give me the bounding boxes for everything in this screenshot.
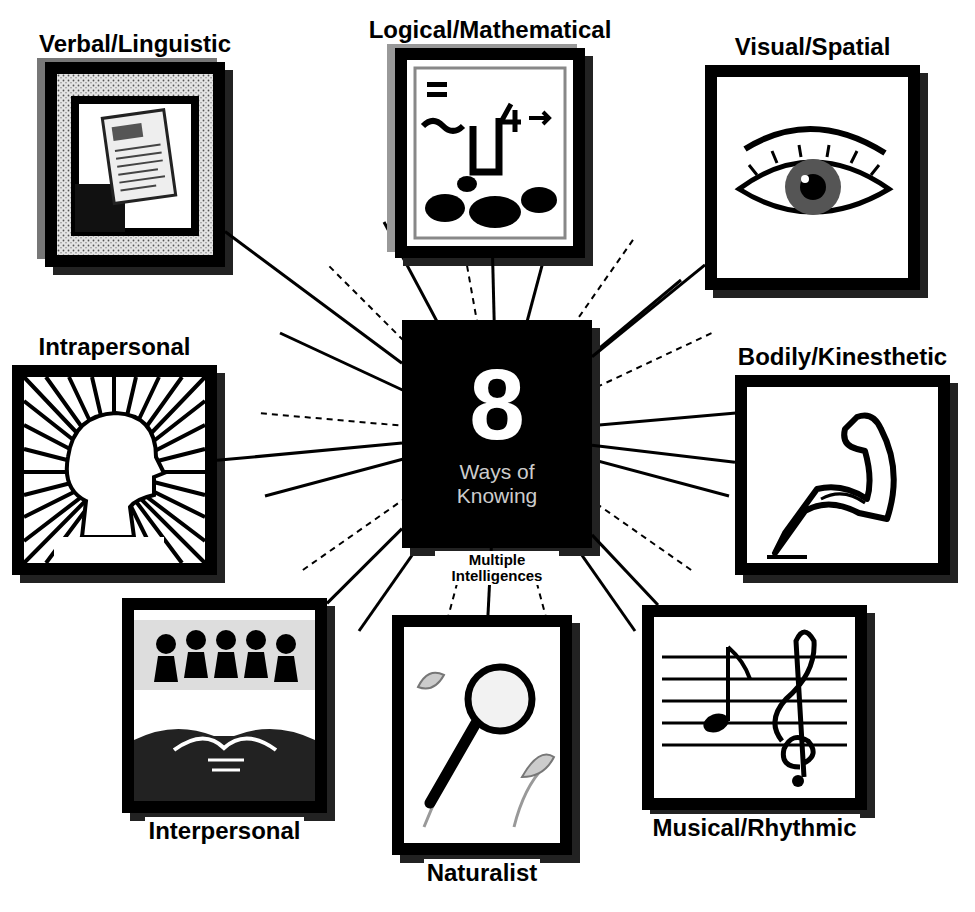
flexed-arm-picture — [747, 387, 938, 563]
intelligence-box: Musical/Rhythmic — [642, 605, 867, 810]
hub-subtitle: Multiple Intelligences — [435, 551, 559, 585]
ray-connector — [327, 529, 402, 604]
intelligence-box: Naturalist — [392, 615, 572, 855]
intelligence-box: Bodily/Kinesthetic — [735, 375, 950, 575]
radiating-rays — [258, 198, 736, 666]
intelligence-box: Intrapersonal — [12, 365, 217, 575]
box-shadows — [20, 42, 958, 863]
self-reflection-picture — [24, 377, 205, 563]
intelligence-box: Verbal/Linguistic — [45, 62, 225, 267]
intelligence-label: Interpersonal — [145, 817, 303, 845]
ray-connector — [493, 258, 495, 320]
ray-connector — [225, 232, 402, 364]
intelligence-box: Logical/Mathematical — [395, 48, 585, 258]
people-picture — [134, 610, 315, 801]
math-picture — [407, 60, 573, 246]
intelligence-label: Musical/Rhythmic — [649, 814, 859, 842]
ray-connector — [592, 265, 705, 357]
hub-box: 8Ways of KnowingMultiple Intelligences — [402, 320, 592, 548]
intelligence-label: Naturalist — [424, 859, 541, 887]
intelligence-label: Visual/Spatial — [732, 33, 894, 61]
eye-picture — [717, 77, 908, 278]
intelligence-label: Intrapersonal — [35, 333, 193, 361]
ray-connector — [592, 535, 658, 605]
ray-connector — [592, 445, 735, 462]
intelligence-box: Interpersonal — [122, 598, 327, 813]
intelligence-label: Verbal/Linguistic — [36, 30, 234, 58]
intelligence-label: Bodily/Kinesthetic — [735, 343, 950, 371]
intelligence-box: Visual/Spatial — [705, 65, 920, 290]
intelligence-label: Logical/Mathematical — [366, 16, 615, 44]
book-picture — [57, 74, 213, 255]
music-staff-picture — [654, 617, 855, 798]
hub-title: Ways of Knowing — [432, 460, 562, 508]
hub-number: 8 — [469, 354, 525, 454]
ray-connector — [217, 443, 402, 460]
magnifier-picture — [404, 627, 560, 843]
